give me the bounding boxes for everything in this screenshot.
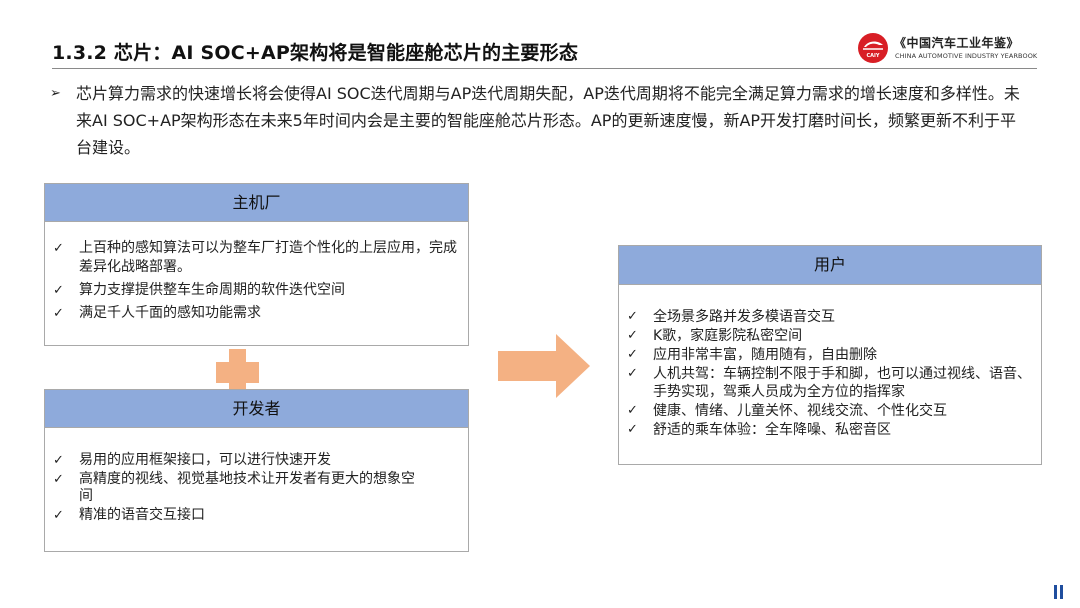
check-icon: ✓ [53,453,64,468]
intro-text: 芯片算力需求的快速增长将会使得AI SOC迭代周期与AP迭代周期失配，AP迭代周… [76,84,1020,157]
check-icon: ✓ [627,403,638,418]
list-item: ✓ 精准的语音交互接口 [45,507,468,524]
list-item: ✓ 健康、情绪、儿童关怀、视线交流、个性化交互 [619,402,1041,420]
oem-box: 主机厂 ✓ 上百种的感知算法可以为整车厂打造个性化的上层应用，完成差异化战略部署… [44,183,469,346]
check-icon: ✓ [53,283,64,298]
list-item-text: 舒适的乘车体验：全车降噪、私密音区 [653,422,891,438]
page-marker-icon [1054,585,1064,599]
list-item-text: 算力支撑提供整车生命周期的软件迭代空间 [79,282,345,298]
developer-box-title: 开发者 [45,390,468,428]
check-icon: ✓ [627,422,638,437]
list-item-text: 人机共驾：车辆控制不限于手和脚，也可以通过视线、语音、手势实现，驾乘人员成为全方… [653,366,1031,400]
check-icon: ✓ [627,309,638,324]
logo-badge-label: CAIY [866,53,880,59]
user-box: 用户 ✓ 全场景多路并发多模语音交互 ✓ K歌，家庭影院私密空间 ✓ 应用非常丰… [618,245,1042,465]
list-item: ✓ 算力支撑提供整车生命周期的软件迭代空间 [45,281,468,300]
list-item: ✓ 上百种的感知算法可以为整车厂打造个性化的上层应用，完成差异化战略部署。 [45,239,468,277]
list-item-text: 精准的语音交互接口 [79,507,205,523]
oem-box-title: 主机厂 [45,184,468,222]
list-item-text: 应用非常丰富，随用随有，自由删除 [653,347,877,363]
check-icon: ✓ [53,241,64,256]
list-item-text: 满足千人千面的感知功能需求 [79,305,261,321]
list-item-text: 上百种的感知算法可以为整车厂打造个性化的上层应用，完成差异化战略部署。 [79,240,457,275]
check-icon: ✓ [627,328,638,343]
list-item: ✓ 人机共驾：车辆控制不限于手和脚，也可以通过视线、语音、手势实现，驾乘人员成为… [619,365,1041,401]
logo-name-en: CHINA AUTOMOTIVE INDUSTRY YEARBOOK [895,52,1038,60]
arrow-bullet-icon: ➢ [50,86,61,101]
list-item-text: 全场景多路并发多模语音交互 [653,309,835,325]
list-item-text: 易用的应用框架接口，可以进行快速开发 [79,452,331,468]
page-title: 1.3.2 芯片：AI SOC+AP架构将是智能座舱芯片的主要形态 [52,42,579,64]
plus-icon-vertical [229,349,246,389]
user-box-list: ✓ 全场景多路并发多模语音交互 ✓ K歌，家庭影院私密空间 ✓ 应用非常丰富，随… [619,308,1041,440]
user-box-title: 用户 [619,246,1041,285]
yearbook-logo: CAIY 《中国汽车工业年鉴》 CHINA AUTOMOTIVE INDUSTR… [858,33,1040,65]
list-item: ✓ 全场景多路并发多模语音交互 [619,308,1041,326]
list-item: ✓ 高精度的视线、视觉基地技术让开发者有更大的想象空间 [45,471,468,505]
oem-box-list: ✓ 上百种的感知算法可以为整车厂打造个性化的上层应用，完成差异化战略部署。 ✓ … [45,239,468,327]
developer-box-list: ✓ 易用的应用框架接口，可以进行快速开发 ✓ 高精度的视线、视觉基地技术让开发者… [45,452,468,528]
check-icon: ✓ [627,366,638,381]
list-item: ✓ 应用非常丰富，随用随有，自由删除 [619,346,1041,364]
list-item: ✓ 舒适的乘车体验：全车降噪、私密音区 [619,421,1041,439]
list-item: ✓ K歌，家庭影院私密空间 [619,327,1041,345]
check-icon: ✓ [53,472,64,487]
list-item-text: K歌，家庭影院私密空间 [653,328,803,344]
list-item-text: 高精度的视线、视觉基地技术让开发者有更大的想象空间 [79,471,415,504]
check-icon: ✓ [53,508,64,523]
developer-box: 开发者 ✓ 易用的应用框架接口，可以进行快速开发 ✓ 高精度的视线、视觉基地技术… [44,389,469,552]
list-item-text: 健康、情绪、儿童关怀、视线交流、个性化交互 [653,403,947,419]
check-icon: ✓ [53,306,64,321]
list-item: ✓ 易用的应用框架接口，可以进行快速开发 [45,452,468,469]
check-icon: ✓ [627,347,638,362]
logo-name-cn: 《中国汽车工业年鉴》 [894,36,1020,50]
title-divider [52,68,1037,69]
list-item: ✓ 满足千人千面的感知功能需求 [45,304,468,323]
right-arrow-icon [498,334,590,398]
caiy-badge-icon: CAIY [858,33,888,63]
intro-paragraph: ➢ 芯片算力需求的快速增长将会使得AI SOC迭代周期与AP迭代周期失配，AP迭… [50,80,1040,161]
